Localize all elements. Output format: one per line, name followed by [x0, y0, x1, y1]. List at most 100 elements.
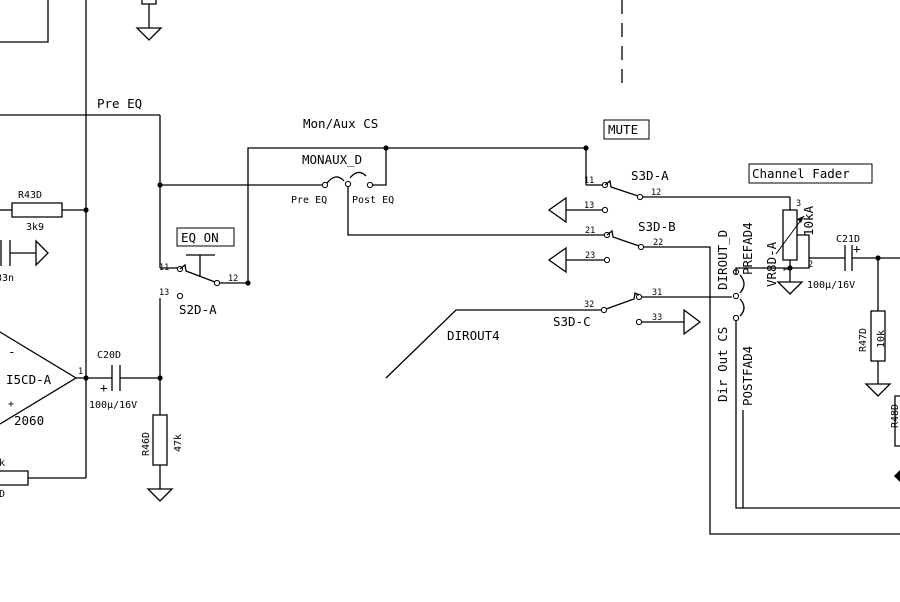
s3d-c-ref: S3D-C — [553, 314, 591, 329]
dirout4-label: DIROUT4 — [447, 328, 500, 343]
r47d-ref: R47D — [858, 328, 869, 352]
wire — [372, 148, 386, 185]
switch-s3d-b-pin22 — [638, 244, 643, 249]
mute-label: MUTE — [608, 122, 638, 137]
s3d-b-pin23-num: 23 — [585, 251, 595, 261]
vr8d-pin1-num: 1 — [783, 267, 793, 272]
vr8d-pin2-num: 2 — [808, 260, 813, 270]
postfad4-label: POSTFAD4 — [740, 346, 755, 406]
s3d-a-pin12-num: 12 — [651, 188, 661, 198]
switch-s3d-c-pin31 — [636, 294, 641, 299]
ground-symbol-sideways — [36, 241, 48, 265]
r43d-value: 3k9 — [26, 222, 44, 233]
opamp-plus: + — [8, 399, 14, 410]
ground-symbol — [866, 384, 890, 396]
ground-symbol-sideways — [549, 198, 566, 222]
monaux-pin-post — [367, 182, 372, 187]
vr8d-value: 10kA — [801, 205, 816, 236]
wire — [0, 0, 48, 42]
mute-box — [604, 120, 649, 139]
s3d-b-pin22-num: 22 — [653, 238, 663, 248]
pre-eq-label: Pre EQ — [97, 96, 142, 111]
c21d-plus: + — [853, 241, 861, 256]
wire — [386, 310, 602, 378]
junction-dot — [83, 207, 89, 213]
switch-s2d-arm — [180, 265, 215, 282]
dirout-switch-arc — [740, 299, 744, 316]
opamp-ref: I5CD-A — [6, 372, 52, 387]
dirout-switch-arc — [740, 275, 744, 293]
monaux-pin-pre — [322, 182, 327, 187]
monaux-pin-common — [345, 181, 350, 186]
s3d-b-ref: S3D-B — [638, 219, 676, 234]
opamp-part: 2060 — [14, 413, 44, 428]
dirout-pin-postfad — [733, 315, 738, 320]
r43d-ref: R43D — [18, 190, 42, 201]
r46d-ref: R46D — [141, 432, 152, 456]
dirout-d-ref: DIROUT_D — [715, 230, 730, 290]
switch-s3d-b-pin23 — [604, 257, 609, 262]
s3d-c-pin32-num: 32 — [584, 300, 594, 310]
potentiometer-arrowhead — [797, 216, 804, 223]
eq-on-box — [177, 228, 234, 246]
potentiometer-wiper — [790, 235, 809, 268]
c20d-plus: + — [100, 380, 108, 395]
s2d-a-ref: S2D-A — [179, 302, 217, 317]
vr8d-ref: VR8D-A — [764, 241, 779, 287]
ground-symbol-sideways — [684, 310, 700, 334]
switch-s3d-a-pin12 — [637, 194, 642, 199]
r46d-value: 47k — [173, 434, 184, 452]
switch-s3d-b-arm — [607, 231, 639, 246]
opamp-minus: - — [8, 344, 16, 359]
vr8d-pin3-num: 3 — [796, 199, 801, 209]
resistor-partial — [0, 471, 28, 485]
opamp-pin1: 1 — [78, 367, 83, 377]
eq-on-label: EQ ON — [181, 230, 219, 245]
s3d-a-ref: S3D-A — [631, 168, 669, 183]
wire — [643, 247, 900, 534]
s2d-pin11-num: 11 — [159, 263, 169, 273]
switch-s3d-c-arm — [606, 293, 639, 309]
monaux-switch-arc — [327, 177, 344, 183]
s3d-c-pin31-num: 31 — [652, 288, 662, 298]
switch-s3d-c-pin33 — [636, 319, 641, 324]
monaux-d-ref: MONAUX_D — [302, 152, 362, 167]
s3d-b-pin21-num: 21 — [585, 226, 595, 236]
r47d-value: 10k — [876, 330, 887, 348]
s2d-pin13-num: 13 — [159, 288, 169, 298]
wire — [736, 320, 900, 508]
ground-symbol — [148, 489, 172, 501]
capacitor-value-partial: 33n — [0, 273, 14, 284]
resistor-r46d — [153, 415, 167, 465]
c20d-value: 100µ/16V — [89, 400, 137, 411]
switch-s3d-a-pin13 — [602, 207, 607, 212]
arrow-partial — [894, 470, 900, 482]
prefad4-label: PREFAD4 — [740, 222, 755, 275]
switch-s3d-a-arm — [605, 181, 638, 196]
ground-symbol — [778, 282, 802, 294]
c20d-ref: C20D — [97, 350, 121, 361]
post-eq-position-label: Post EQ — [352, 195, 394, 206]
dir-out-cs-label: Dir Out CS — [715, 327, 730, 402]
pre-eq-position-label: Pre EQ — [291, 195, 327, 206]
s3d-c-pin33-num: 33 — [652, 313, 662, 323]
r48d-ref: R48D — [890, 404, 900, 428]
channel-fader-box — [749, 164, 872, 183]
dirout-pin-common — [733, 293, 738, 298]
switch-s2d-pin13 — [177, 293, 182, 298]
monaux-switch-arc — [350, 172, 366, 178]
wire — [348, 187, 606, 235]
switch-s3d-c-pin32 — [601, 307, 606, 312]
wire — [248, 148, 386, 283]
mon-aux-cs-label: Mon/Aux CS — [303, 116, 378, 131]
c21d-ref: C21D — [836, 234, 860, 245]
resistor-r43d — [12, 203, 62, 217]
wire — [736, 268, 790, 274]
resistor-partial — [142, 0, 156, 4]
s2d-pin12-num: 12 — [228, 274, 238, 284]
resistor-partial-value: k — [0, 458, 5, 469]
ground-symbol — [137, 28, 161, 40]
potentiometer-arrow — [776, 216, 804, 254]
junction-dot — [157, 375, 163, 381]
